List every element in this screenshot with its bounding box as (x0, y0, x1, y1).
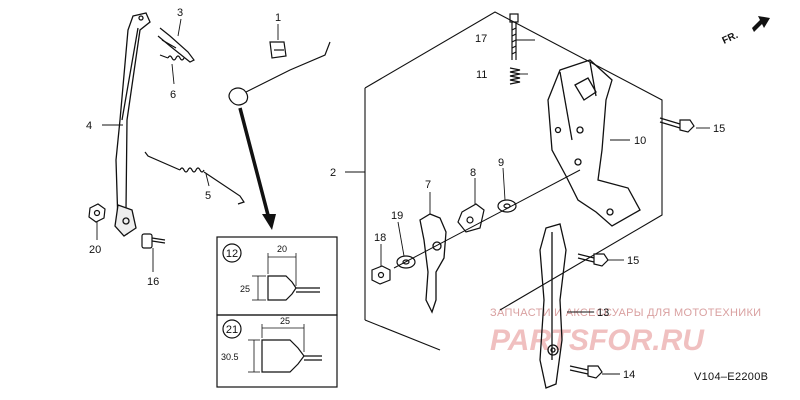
front-label: FR. (721, 30, 740, 47)
detail-21-label: 21 (226, 324, 238, 336)
part-10-bracket (547, 59, 641, 227)
part-1-clip (269, 41, 287, 59)
callout-20: 20 (89, 244, 101, 256)
detail-12-label: 12 (226, 248, 238, 260)
part-1-cable (228, 41, 331, 106)
callout-11: 11 (476, 69, 487, 81)
callout-7: 7 (425, 179, 431, 191)
callout-15-upper: 15 (713, 123, 725, 135)
callout-labels: 1 3 4 5 6 20 16 2 17 11 10 15 15 13 14 7… (86, 7, 725, 381)
part-7-lever (419, 213, 447, 314)
front-arrow-icon (752, 16, 770, 32)
leader-lines (96, 18, 710, 375)
part-3-clip (157, 27, 195, 63)
callout-5: 5 (205, 190, 211, 202)
pivot-axis (393, 169, 581, 269)
callout-10: 10 (634, 135, 646, 147)
callout-18: 18 (374, 232, 386, 244)
callout-6: 6 (170, 89, 176, 101)
callout-1: 1 (275, 12, 281, 24)
part-15-bolt-lower (577, 253, 609, 267)
callout-9: 9 (498, 157, 504, 169)
callout-13: 13 (597, 307, 609, 319)
callout-2: 2 (330, 167, 336, 179)
detail-leader-arrow (238, 107, 276, 230)
part-15-bolt-upper (659, 117, 695, 133)
detail-21-width: 25 (280, 316, 290, 326)
callout-14: 14 (623, 369, 635, 381)
part-20-nut (88, 203, 106, 223)
detail-box (216, 236, 338, 388)
part-9-washer (497, 199, 517, 213)
part-18-nut (371, 265, 391, 285)
part-4-bracket (114, 12, 151, 237)
part-13-lever (539, 223, 567, 389)
part-8-plate (457, 203, 485, 233)
detail-12-width: 20 (277, 244, 287, 254)
assembly-outline (345, 11, 663, 351)
part-11-spring (509, 67, 521, 85)
part-17-bolt (509, 13, 519, 60)
part-14-bolt (569, 365, 603, 379)
diagram-code: V104–E2200B (694, 371, 768, 383)
watermark-logo: PARTSFOR.RU (490, 324, 705, 357)
detail-12: 12 20 25 (222, 243, 320, 301)
callout-8: 8 (470, 167, 476, 179)
detail-21: 21 25 30.5 (221, 316, 322, 373)
part-5-spring-rod (144, 151, 245, 205)
part-16-bolt (141, 233, 166, 249)
detail-12-height: 25 (240, 284, 250, 294)
callout-3: 3 (177, 7, 183, 19)
detail-21-height: 30.5 (221, 352, 239, 362)
callout-4: 4 (86, 120, 92, 132)
callout-15-lower: 15 (627, 255, 639, 267)
callout-16: 16 (147, 276, 159, 288)
watermark-tagline: ЗАПЧАСТИ И АКСЕССУАРЫ ДЛЯ МОТОТЕХНИКИ (490, 307, 761, 319)
front-direction-indicator: FR. (721, 16, 770, 47)
part-6-spring (159, 54, 185, 61)
callout-17: 17 (475, 33, 487, 45)
callout-19: 19 (391, 210, 403, 222)
